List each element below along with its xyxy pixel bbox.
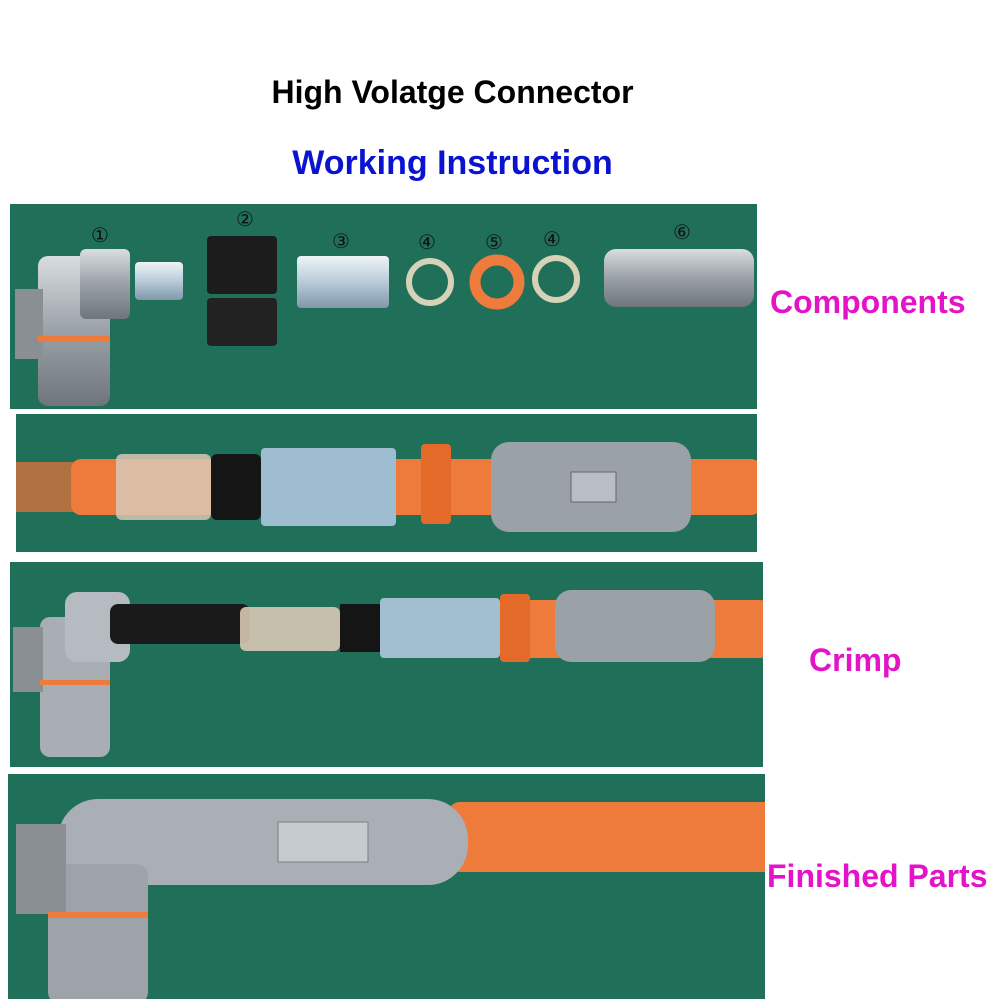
finished-parts-photo [8, 774, 765, 999]
part-number: ① [91, 225, 109, 247]
crimp-photo [10, 562, 763, 767]
part-number: ② [236, 209, 254, 231]
orange-cable [448, 802, 765, 872]
part-number: ⑤ [485, 232, 503, 254]
seal-ring [500, 594, 530, 662]
braided-shield [116, 454, 211, 520]
components-photo: ① ② ③ ④ ⑤ ④ ⑥ [10, 204, 757, 409]
crimp-label: Crimp [809, 642, 902, 678]
washer-part [532, 255, 580, 303]
finished-parts-label: Finished Parts [767, 858, 988, 894]
part-number: ⑥ [673, 222, 691, 244]
coupling-nut-part [604, 249, 754, 307]
black-tape [340, 604, 380, 652]
shield-sleeve-part [207, 236, 277, 346]
crimp-sleeve [380, 598, 500, 658]
part-number: ④ [418, 232, 436, 254]
stripped-cable-photo [16, 414, 757, 552]
washer-part [406, 258, 454, 306]
components-label: Components [770, 284, 966, 320]
part-number: ④ [543, 229, 561, 251]
part-number: ③ [332, 231, 350, 253]
finished-connector [16, 799, 468, 999]
black-cable-section [110, 604, 250, 644]
copper-strands [16, 462, 76, 512]
black-tape [211, 454, 261, 520]
braided-shield [240, 607, 340, 651]
crimp-sleeve-part [297, 256, 389, 308]
elbow-housing [13, 592, 130, 757]
seal-ring-part [469, 254, 525, 310]
page-subtitle: Working Instruction [292, 144, 613, 182]
crimp-sleeve [261, 448, 396, 526]
coupling-nut [555, 590, 715, 662]
ferrule-part [135, 262, 183, 300]
xconn-logo [570, 471, 617, 503]
elbow-housing-part [15, 249, 130, 406]
page-title: High Volatge Connector [271, 74, 634, 110]
seal-ring [421, 444, 451, 524]
